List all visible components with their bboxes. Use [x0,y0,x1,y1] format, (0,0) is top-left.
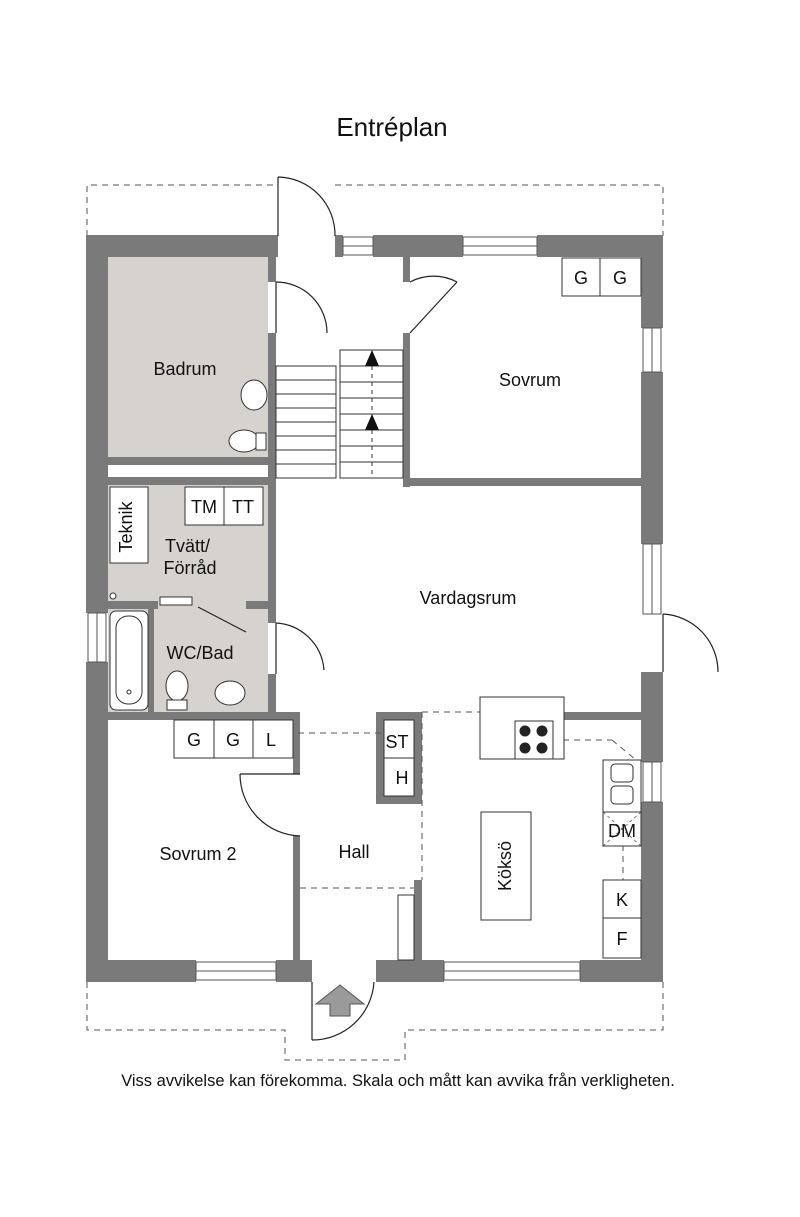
linen-l [252,719,294,759]
wardrobe-g-1 [561,257,601,297]
staircase [275,349,404,479]
room-label-tvatt-line1: Tvätt/ [165,536,210,556]
fixture-label-h: H [396,768,409,788]
fixture-label-f: F [617,929,628,949]
entrance-arrow-icon [314,984,366,1017]
sanitary-fixtures [109,379,634,805]
room-label-kokso: Köksö [495,841,515,891]
kitchen-island [480,811,532,921]
shelf-counter [159,596,193,606]
freezer-f [602,917,642,959]
fixture-label-tt: TT [232,497,254,517]
fixture-label-l: L [266,730,276,750]
room-label-vardagsrum: Vardagsrum [420,588,517,608]
fixture-label-k: K [616,890,628,910]
hall-bench [397,894,415,961]
storage-st [383,719,415,759]
disclaimer-text: Viss avvikelse kan förekomma. Skala och … [121,1072,675,1090]
fixtures [109,257,642,961]
room-label-wc-bad: WC/Bad [166,643,233,663]
room-label-tvatt-forrad: Tvätt/ Förråd [163,536,216,578]
dishwasher-x [602,811,642,847]
stair-arrows [365,350,379,430]
room-label-teknik: Teknik [116,500,136,552]
fixture-label-g-2: G [613,268,627,288]
fixture-label-tm: TM [191,497,217,517]
walls [86,235,663,982]
room-label-badrum: Badrum [153,359,216,379]
fixture-label-g-1: G [574,268,588,288]
room-label-sovrum: Sovrum [499,370,561,390]
storage-h [383,757,415,797]
page-title: Entréplan [336,112,448,142]
doors [197,176,719,1041]
fixture-label-g-3: G [187,730,201,750]
room-label-sovrum2: Sovrum 2 [159,844,236,864]
fixture-label-g-4: G [226,730,240,750]
room-label-tvatt-line2: Förråd [163,558,216,578]
windows [87,236,662,981]
stove [514,720,554,760]
fixture-label-dm: DM [608,821,636,841]
appliance-tt [223,486,264,526]
fixture-label-st: ST [385,732,408,752]
wardrobe-g-2 [599,257,642,297]
appliance-tm [184,486,225,526]
exterior-dashed-outline [86,184,664,1061]
teknik-cabinet [109,486,149,564]
room-label-hall: Hall [338,842,369,862]
dashed-boundaries [276,711,637,889]
